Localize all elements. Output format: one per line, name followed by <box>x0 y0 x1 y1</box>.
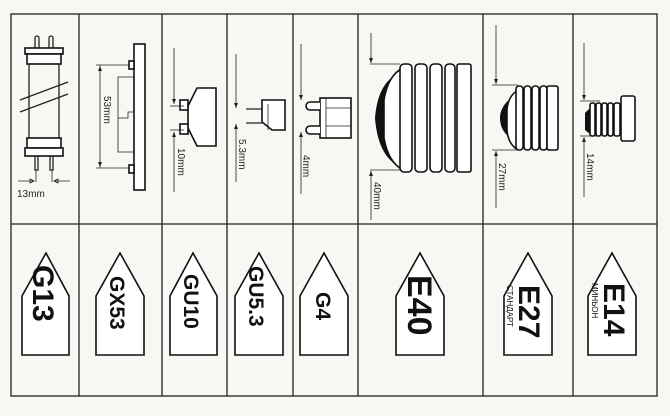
e27-subtitle: СТАНДАРТ <box>505 285 514 327</box>
g13-drawing: 13mm <box>17 35 70 200</box>
gu53-dimension-label: 5.3mm <box>236 139 247 170</box>
e14-drawing: 14mm <box>580 43 636 197</box>
g4-label: G4 <box>311 292 334 320</box>
g4-tag: G4 <box>299 251 349 356</box>
gu53-drawing: 5.3mm <box>234 54 286 182</box>
g4-dimension-label: 4mm <box>300 155 311 177</box>
e40-dimension-label: 40mm <box>371 182 382 210</box>
e27-drawing: 27mm <box>492 25 559 208</box>
e14-subtitle: МИНЬОН <box>590 283 599 318</box>
e27-dimension-label: 27mm <box>496 163 507 191</box>
gx53-dimension-label: 53mm <box>101 96 112 124</box>
gu10-tag: GU10 <box>169 251 218 356</box>
table-grid <box>10 13 658 397</box>
gu53-label: GU5.3 <box>244 266 267 327</box>
gx53-label: GX53 <box>105 276 128 330</box>
e14-label: E14 <box>597 283 630 337</box>
e40-drawing: 40mm <box>369 33 472 220</box>
g13-tag: G13 <box>21 251 70 356</box>
gx53-tag: GX53 <box>95 251 145 356</box>
e27-label: E27 <box>512 285 545 338</box>
gu10-dimension-label: 10mm <box>175 148 186 176</box>
g4-drawing: 4mm <box>299 44 352 194</box>
gu10-label: GU10 <box>179 274 202 329</box>
e27-tag: E27 СТАНДАРТ <box>503 251 553 356</box>
g13-label: G13 <box>26 265 59 322</box>
e40-tag: E40 <box>395 251 445 356</box>
e14-dimension-label: 14mm <box>584 153 595 181</box>
e40-label: E40 <box>400 275 438 336</box>
gu53-tag: GU5.3 <box>234 251 284 356</box>
g13-dimension-label: 13mm <box>17 189 45 200</box>
e14-tag: E14 МИНЬОН <box>587 251 637 356</box>
gu10-drawing: 10mm <box>170 48 217 192</box>
gx53-drawing: 53mm <box>96 43 146 191</box>
